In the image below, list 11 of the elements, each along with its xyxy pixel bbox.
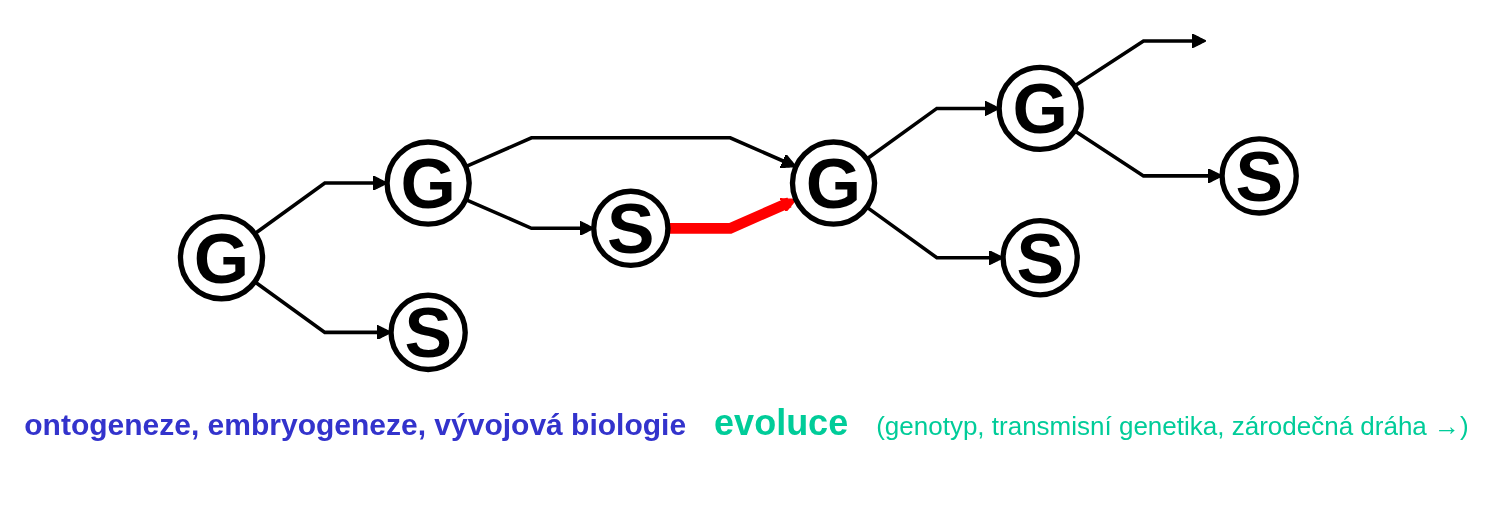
node-circle: S (388, 292, 468, 373)
note-text: ontogeneze, embryogeneze, vývojová biologie (24, 408, 687, 442)
node-circle: S (1000, 217, 1080, 298)
node-circle: S (1219, 136, 1299, 216)
note-text: evoluce (714, 402, 849, 444)
note-text: (genotyp, transmisní genetika, zárodečná dráha →) (876, 411, 1469, 442)
node-circle: G (996, 64, 1084, 153)
node-circle: S (591, 188, 671, 269)
node-circle: G (177, 214, 266, 302)
node-circle: G (384, 139, 472, 227)
node-circle: G (789, 139, 878, 227)
